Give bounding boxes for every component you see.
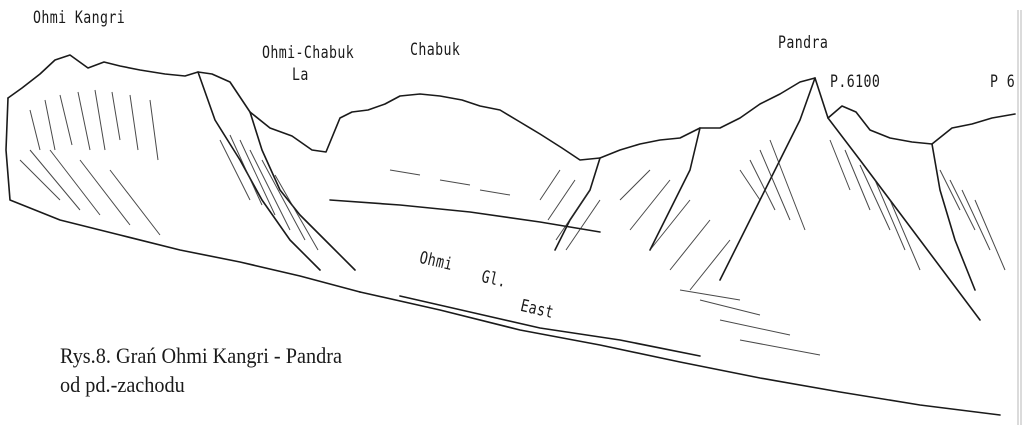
glacier-edge-lower bbox=[359, 291, 1001, 416]
caption-line2: od pd.-zachodu bbox=[60, 372, 185, 397]
label-ohmi-chabuk-la-2: La bbox=[292, 65, 309, 85]
moraine-line bbox=[399, 295, 701, 357]
skyline-ridge bbox=[7, 54, 1016, 161]
label-ohmi-chabuk-la: Ohmi-Chabuk bbox=[262, 43, 355, 63]
label-p6100: P.6100 bbox=[830, 72, 881, 92]
label-chabuk: Chabuk bbox=[410, 40, 461, 60]
left-massif bbox=[5, 97, 361, 293]
label-ohmi-kangri: Ohmi Kangri bbox=[33, 8, 126, 28]
caption-line1: Rys.8. Grań Ohmi Kangri - Pandra bbox=[60, 343, 342, 368]
label-pandra: Pandra bbox=[778, 33, 829, 53]
label-p6-cut: P 6 bbox=[990, 72, 1016, 92]
glacier-edge-upper bbox=[329, 199, 601, 233]
